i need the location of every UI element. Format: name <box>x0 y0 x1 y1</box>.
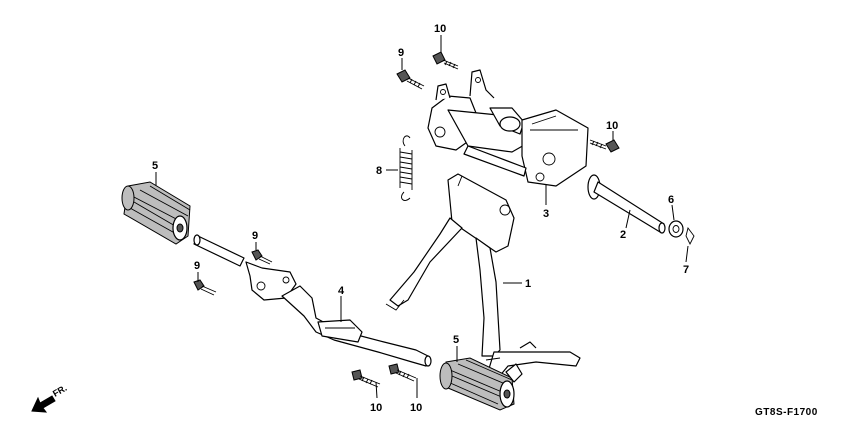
footrest-rubber-part <box>439 357 523 411</box>
bolt-part <box>432 51 459 70</box>
bolt-part <box>193 279 217 296</box>
callout-10-top: 10 <box>434 23 446 35</box>
callout-1: 1 <box>525 278 531 290</box>
callout-5-left: 5 <box>152 160 158 172</box>
washer-part <box>668 220 684 238</box>
footrest-rubber-part <box>121 181 191 245</box>
stand-bracket-part <box>427 69 589 187</box>
callout-4: 4 <box>338 285 345 297</box>
main-stand-part <box>385 173 581 379</box>
bolt-part <box>251 249 273 265</box>
callout-5-bottom: 5 <box>453 334 459 346</box>
callout-6: 6 <box>668 194 674 206</box>
bolt-part <box>589 139 620 153</box>
front-direction-indicator: FR. <box>31 383 69 413</box>
callout-9-mid: 9 <box>252 230 258 242</box>
bolt-part <box>396 69 425 90</box>
diagram-code: GT8S-F1700 <box>755 407 818 418</box>
callout-3: 3 <box>543 208 549 220</box>
bolt-part <box>351 369 381 388</box>
callout-10-right: 10 <box>606 120 618 132</box>
spring-part <box>399 135 413 201</box>
front-arrow-icon <box>31 395 56 413</box>
pivot-pin-part <box>587 174 666 234</box>
callout-8: 8 <box>376 165 382 177</box>
leader-lines <box>155 35 689 399</box>
callout-9-left: 9 <box>194 260 200 272</box>
callout-10-bottom-right: 10 <box>410 402 422 414</box>
front-label: FR. <box>51 383 69 399</box>
callout-10-bottom-left: 10 <box>370 402 382 414</box>
footrest-bar-part <box>193 234 432 367</box>
bolt-part <box>388 363 417 382</box>
callout-9-top: 9 <box>398 47 404 59</box>
cotter-pin-part <box>685 226 695 246</box>
callout-2: 2 <box>620 229 626 241</box>
callout-7: 7 <box>683 264 689 276</box>
